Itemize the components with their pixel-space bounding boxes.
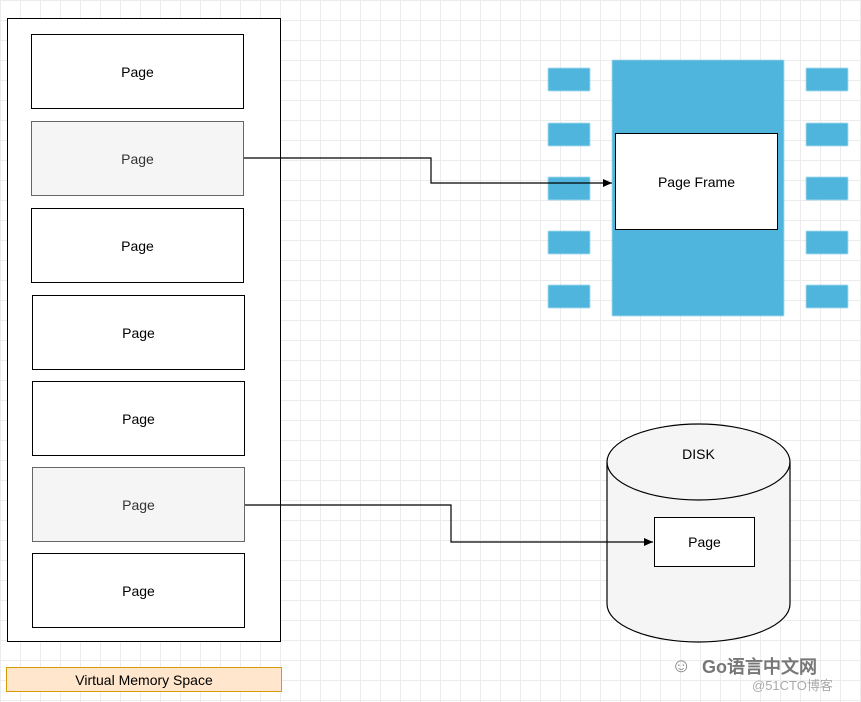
disk-label: DISK <box>682 446 715 462</box>
virtual-memory-label: Virtual Memory Space <box>6 667 282 692</box>
chip-pin-right-1 <box>806 68 848 91</box>
chip-pin-right-2 <box>806 123 848 146</box>
virtual-page-4: Page <box>32 295 245 370</box>
page-label: Page <box>121 150 154 167</box>
mapping-arrow-to-disk <box>245 504 653 546</box>
chip-pin-right-4 <box>806 231 848 254</box>
wechat-icon: ☺ <box>671 655 692 677</box>
virtual-page-7: Page <box>32 553 245 628</box>
chip-pin-left-2 <box>548 123 590 146</box>
page-label: Page <box>122 324 155 341</box>
page-label: Page <box>122 496 155 513</box>
page-label: Page <box>121 63 154 80</box>
virtual-page-6-mapped: Page <box>32 467 245 542</box>
page-frame: Page Frame <box>615 133 778 230</box>
virtual-page-1: Page <box>31 34 244 109</box>
chip-pin-right-5 <box>806 285 848 308</box>
page-frame-label: Page Frame <box>657 173 736 190</box>
virtual-page-5: Page <box>32 381 245 456</box>
disk-page-label: Page <box>688 534 721 550</box>
watermark-title: Go语言中文网 <box>702 657 817 677</box>
chip-pin-left-4 <box>548 231 590 254</box>
virtual-page-3: Page <box>31 208 244 283</box>
page-label: Page <box>122 410 155 427</box>
chip-pin-left-1 <box>548 68 590 91</box>
disk-page: Page <box>654 517 755 567</box>
page-label: Page <box>122 582 155 599</box>
chip-pin-right-3 <box>806 177 848 200</box>
mapping-arrow-to-frame <box>244 157 612 187</box>
chip-pin-left-5 <box>548 285 590 308</box>
page-label: Page <box>121 237 154 254</box>
virtual-page-2-mapped: Page <box>31 121 244 196</box>
watermark-subtitle: @51CTO博客 <box>752 678 833 693</box>
